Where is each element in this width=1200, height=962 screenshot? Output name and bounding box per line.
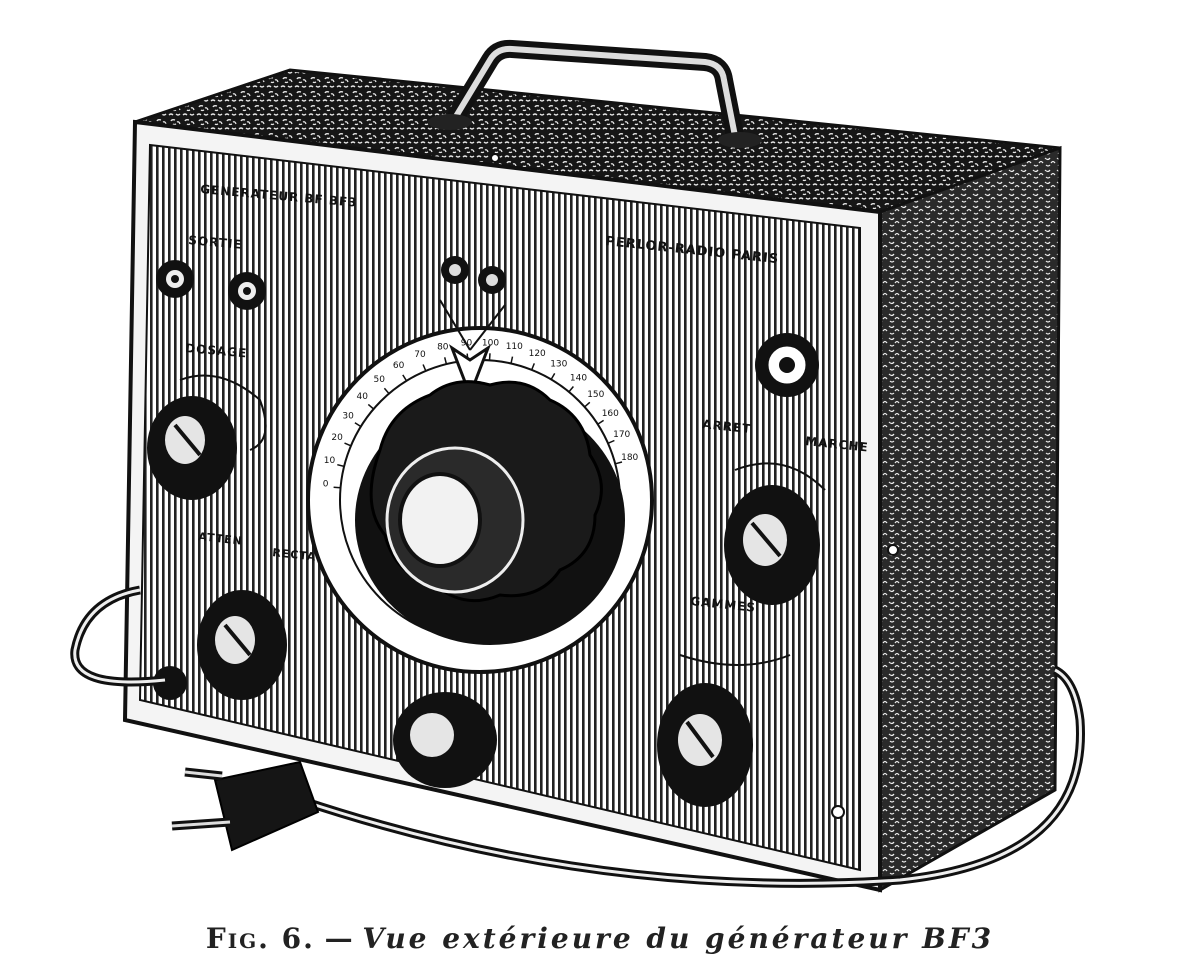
dial-pointer	[439, 256, 506, 400]
dial-scale-tick	[422, 364, 427, 372]
knob-left-a-label: ATTEN	[198, 530, 244, 548]
dial-scale-number: 100	[482, 338, 499, 348]
dial-scale-number: 60	[393, 361, 405, 371]
dial-scale-tick	[615, 461, 623, 465]
dial-scale-number: 180	[621, 453, 638, 463]
dial-scale-tick	[607, 439, 615, 444]
dial-scale-tick	[333, 486, 341, 489]
dial-scale-tick	[443, 357, 448, 365]
bf3-generator-illustration: GENERATEUR BF BF3 PERLOR-RADIO PARIS SOR…	[70, 39, 1085, 893]
dial-scale-number: 140	[570, 373, 587, 383]
knob-ranges	[657, 654, 791, 807]
dial-scale-tick	[344, 442, 352, 447]
dial-scale-number: 40	[356, 392, 368, 402]
dial-scale-number: 0	[323, 480, 329, 490]
knob-on-off	[724, 462, 826, 605]
case-side	[878, 145, 1062, 893]
dial-scale-number: 70	[414, 350, 426, 360]
output-terminals	[156, 260, 266, 310]
knob-left-b-label: RECTA	[272, 546, 317, 564]
arret-label: ARRET	[702, 417, 752, 436]
knob-dosage	[147, 374, 267, 500]
dial-scale-number: 120	[529, 349, 546, 359]
caption-text: Vue extérieure du générateur BF3	[362, 922, 995, 955]
carry-handle	[428, 39, 762, 148]
dial-scale-number: 10	[324, 456, 336, 466]
dial-scale-numbers: 0102030405060708090100110120130140150160…	[323, 338, 639, 489]
dial-scale-tick	[367, 403, 375, 410]
dial-scale-tick	[568, 386, 574, 393]
power-cord	[70, 585, 1085, 888]
dial-scale-number: 150	[587, 390, 604, 400]
dial-scale-tick	[354, 422, 362, 428]
dial-scale-tick	[510, 356, 514, 364]
dial-scale-tick	[402, 374, 408, 382]
dial-scale-number: 110	[506, 342, 523, 352]
dial-scale-tick	[488, 353, 491, 361]
power-plug	[171, 760, 320, 852]
dial-scale-tick	[597, 419, 605, 425]
dial-scale-number: 20	[331, 433, 343, 443]
dial-scale-number: 170	[613, 430, 630, 440]
dial-scale-tick	[584, 401, 591, 408]
dial-scale-tick	[531, 363, 535, 371]
dial-scale-number: 160	[602, 409, 619, 419]
sortie-label: SORTIE	[188, 233, 243, 252]
knob-bottom	[393, 692, 497, 788]
dial-scale-number: 30	[342, 412, 354, 422]
dial-scale-tick	[383, 387, 390, 395]
caption-label: Fig. 6.	[205, 922, 315, 955]
dial-scale-tick	[337, 463, 345, 468]
pilot-lamp	[755, 333, 819, 397]
dosage-label: DOSAGE	[185, 341, 248, 360]
caption-separator: —	[314, 922, 363, 955]
gammes-label: GAMMES	[690, 594, 757, 615]
figure-caption: Fig. 6. — Vue extérieure du générateur B…	[0, 922, 1200, 955]
main-tuning-knob	[355, 380, 625, 645]
dial-scale-tick	[550, 373, 556, 380]
dial-scale-number: 130	[550, 360, 567, 370]
marche-label: MARCHE	[805, 434, 870, 455]
dial-scale-number: 50	[373, 375, 385, 385]
dial-scale-number: 80	[437, 343, 449, 353]
knob-attenuator	[197, 590, 287, 700]
